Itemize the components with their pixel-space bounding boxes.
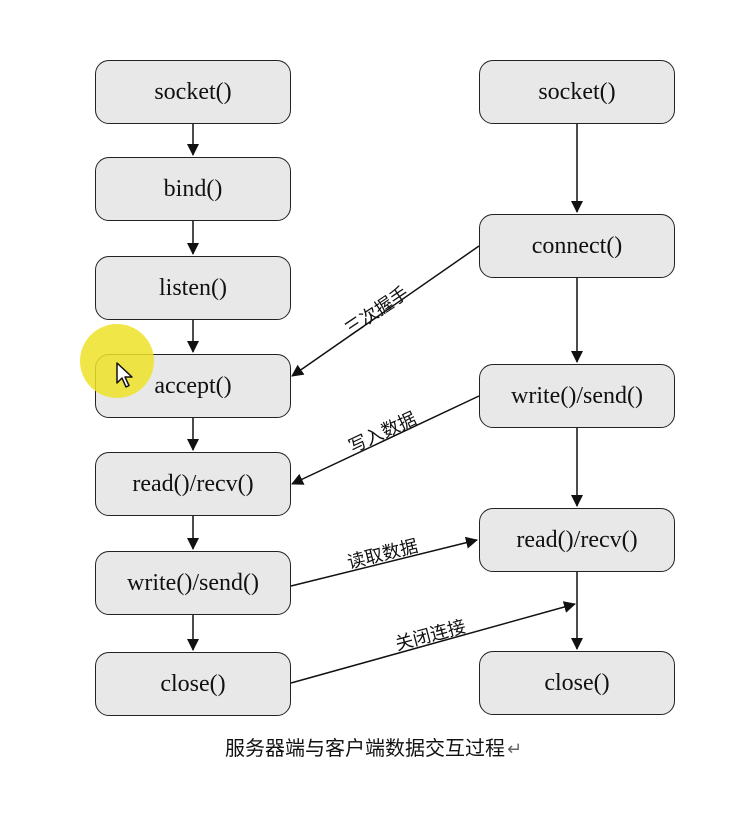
label-close-connection: 关闭连接 xyxy=(393,616,468,655)
edge-write-data xyxy=(291,395,480,485)
edge-read-data xyxy=(290,536,478,587)
client-socket-node: socket() xyxy=(479,60,675,124)
server-listen-node: listen() xyxy=(95,256,291,320)
edge-handshake xyxy=(291,245,480,377)
label-handshake: 三次握手 xyxy=(341,283,412,341)
label-write-data: 写入数据 xyxy=(346,408,420,457)
cursor-icon xyxy=(116,362,133,388)
server-close-node: close() xyxy=(95,652,291,716)
edge-close-connection xyxy=(290,601,576,684)
client-close-node: close() xyxy=(479,651,675,715)
server-read-node: read()/recv() xyxy=(95,452,291,516)
client-write-node: write()/send() xyxy=(479,364,675,428)
label-read-data: 读取数据 xyxy=(345,536,420,574)
server-write-node: write()/send() xyxy=(95,551,291,615)
server-socket-node: socket() xyxy=(95,60,291,124)
client-read-node: read()/recv() xyxy=(479,508,675,572)
client-connect-node: connect() xyxy=(479,214,675,278)
pointer-highlight xyxy=(80,324,154,398)
server-bind-node: bind() xyxy=(95,157,291,221)
figure-caption: 服务器端与客户端数据交互过程↵ xyxy=(0,732,747,761)
return-mark: ↵ xyxy=(506,739,523,760)
caption-text: 服务器端与客户端数据交互过程 xyxy=(224,736,505,760)
